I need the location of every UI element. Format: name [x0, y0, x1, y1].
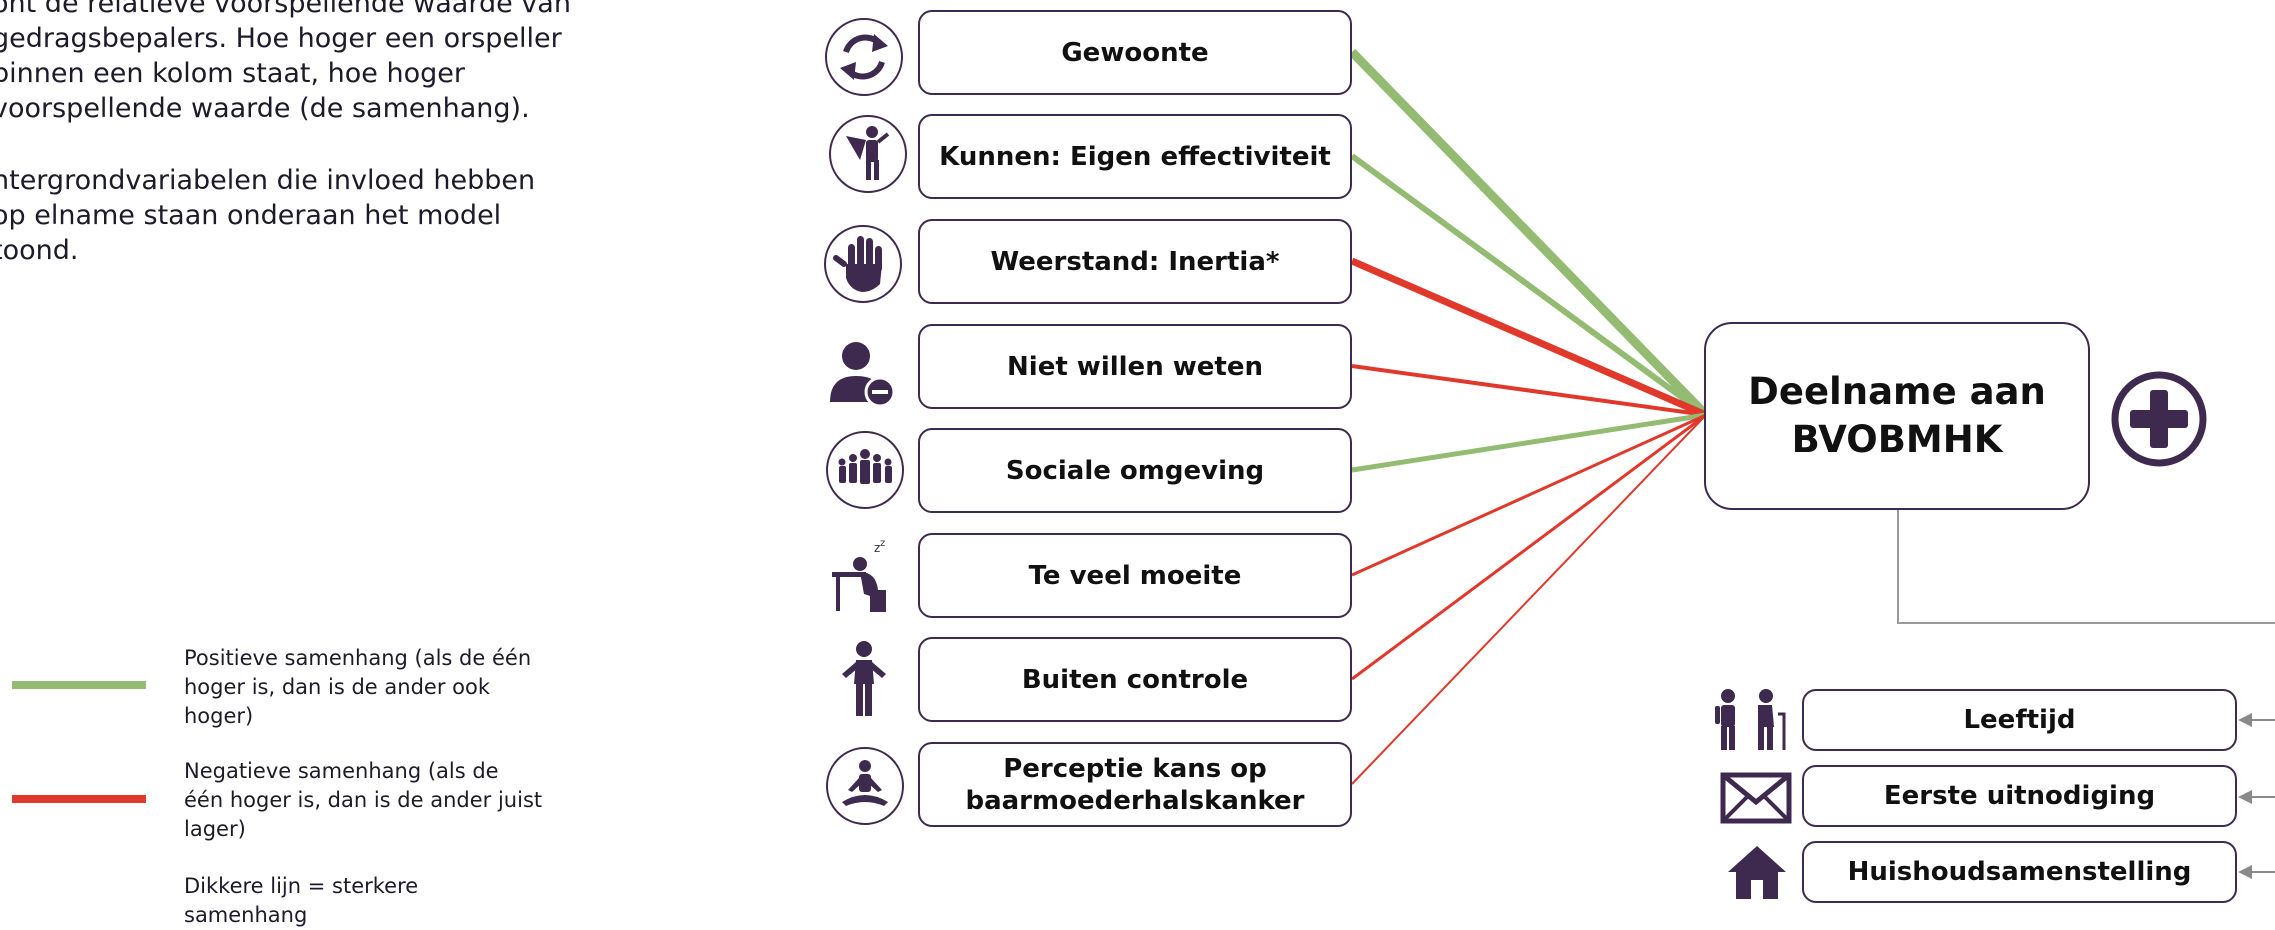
- connection-lines: [1348, 48, 2275, 879]
- predictor-buiten-controle: Buiten controle: [918, 637, 1352, 722]
- svg-text:z: z: [874, 541, 880, 555]
- stop-hand-icon: [824, 225, 902, 303]
- background-huishoudsamenstelling: Huishoudsamenstelling: [1802, 841, 2237, 903]
- line-weerstand: [1350, 257, 1708, 419]
- tired-at-desk-icon: z z: [832, 538, 886, 612]
- line-kunnen: [1350, 153, 1708, 418]
- line-niet-willen-weten: [1351, 364, 1707, 417]
- person-shrug-icon: [842, 641, 886, 716]
- background-connector: [1897, 510, 2275, 624]
- predictor-kunnen: Kunnen: Eigen effectiviteit: [918, 114, 1352, 199]
- background-leeftijd: Leeftijd: [1802, 689, 2237, 751]
- arrowhead-leeftijd: [2238, 713, 2252, 727]
- line-buiten-controle: [1351, 413, 1707, 681]
- predictor-sociale-omgeving: Sociale omgeving: [918, 428, 1352, 513]
- superhero-icon: [829, 115, 907, 193]
- line-sociale-omgeving: [1351, 412, 1707, 473]
- outcome-line-2: BVOBMHK: [1791, 418, 2003, 461]
- legend-positive-line: [12, 681, 146, 689]
- line-te-veel-moeite: [1351, 413, 1707, 577]
- intro-paragraph-1: ont de relatieve voorspellende waarde va…: [0, 0, 571, 124]
- predictor-te-veel-moeite: Te veel moeite: [918, 533, 1352, 618]
- arrowhead-huishoud: [2238, 865, 2252, 879]
- predictor-gewoonte: Gewoonte: [918, 10, 1352, 95]
- legend-negative-line: [12, 795, 146, 803]
- house-icon: [1728, 846, 1786, 899]
- envelope-icon: [1720, 772, 1792, 824]
- line-perceptie: [1351, 414, 1707, 785]
- legend-thickness-text: Dikkere lijn = sterkere samenhang: [184, 874, 419, 927]
- user-minus-icon: [830, 342, 896, 408]
- line-gewoonte: [1348, 48, 1710, 419]
- outcome-box: Deelname aan BVOBMHK: [1704, 322, 2090, 510]
- intro-paragraph-2: htergrondvariabelen die invloed hebben o…: [0, 165, 536, 266]
- svg-text:z: z: [880, 538, 885, 549]
- legend-negative-text: Negatieve samenhang (als de één hoger is…: [184, 759, 543, 841]
- arrowhead-eerste-uitnodiging: [2238, 790, 2252, 804]
- background-eerste-uitnodiging: Eerste uitnodiging: [1802, 765, 2237, 827]
- predictor-perceptie: Perceptie kans op baarmoederhalskanker: [918, 742, 1352, 827]
- predictor-niet-willen-weten: Niet willen weten: [918, 324, 1352, 409]
- intro-text: ont de relatieve voorspellende waarde va…: [0, 0, 572, 305]
- refresh-cycle-icon: [825, 18, 903, 96]
- medical-cross-icon: [2111, 371, 2207, 467]
- elderly-people-icon: [1715, 689, 1786, 750]
- outcome-line-1: Deelname aan: [1748, 370, 2046, 413]
- legend-positive-text: Positieve samenhang (als de één hoger is…: [184, 646, 532, 728]
- group-people-icon: [826, 431, 904, 509]
- predictor-weerstand: Weerstand: Inertia*: [918, 219, 1352, 304]
- meditating-person-icon: [826, 747, 904, 825]
